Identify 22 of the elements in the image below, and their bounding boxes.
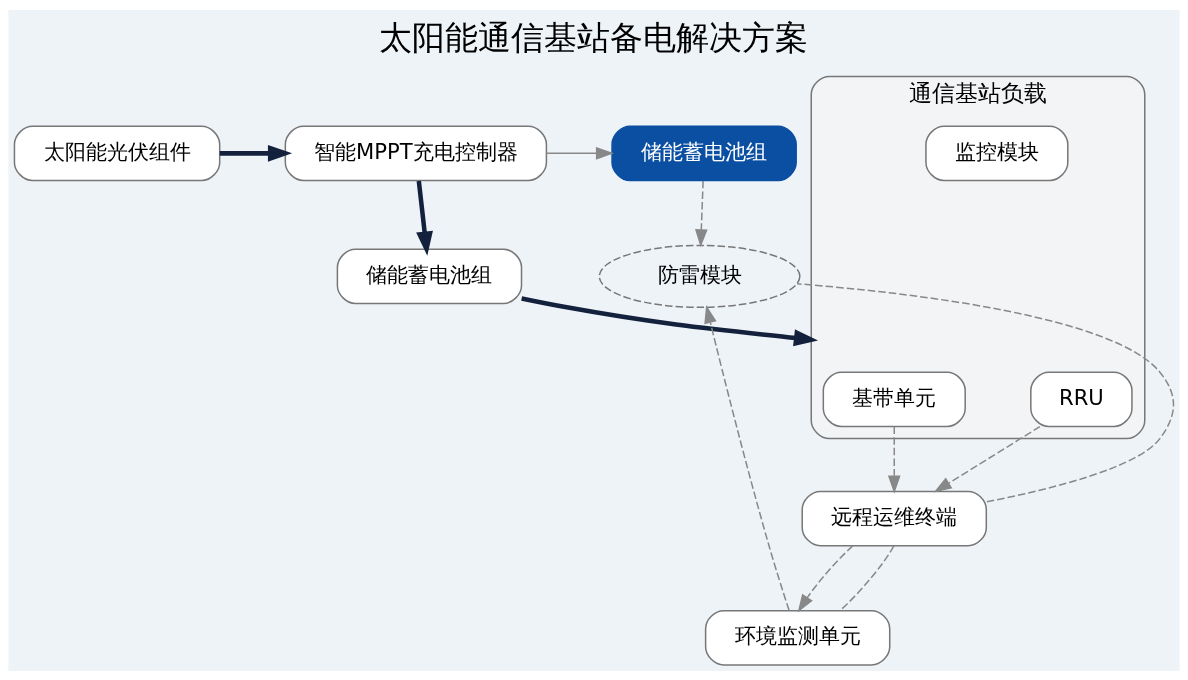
node-ellipse: 防雷模块: [598, 244, 801, 308]
node-box: 储能蓄电池组: [336, 247, 523, 304]
arrow: [933, 425, 1041, 493]
node-box: RRU: [1030, 370, 1133, 427]
node-box: 基带单元: [822, 370, 966, 427]
arrow: [416, 180, 433, 256]
node-box: 智能MPPT充电控制器: [284, 124, 548, 181]
arrow: [694, 179, 708, 247]
arrow: [887, 425, 901, 494]
arrow: [521, 295, 819, 346]
node-box: 储能蓄电池组: [611, 124, 797, 181]
arrow: [704, 304, 790, 611]
arrow: [797, 544, 854, 612]
connector: [839, 544, 895, 611]
connector: [796, 282, 1175, 503]
diagram-title: 太阳能通信基站备电解决方案: [379, 17, 809, 57]
node-box: 监控模块: [925, 124, 1069, 181]
node-box: 远程运维终端: [801, 490, 988, 546]
node-box: 太阳能光伏组件: [13, 124, 221, 181]
arrow: [545, 146, 615, 160]
arrow: [219, 144, 293, 162]
node-box: 环境监测单元: [704, 609, 891, 666]
